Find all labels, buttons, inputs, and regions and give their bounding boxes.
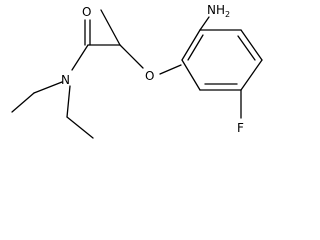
amine-h-count: 2 <box>225 10 230 19</box>
ring-bond-1-inner <box>187 34 204 61</box>
atom-oxygen-ether: O <box>145 69 154 83</box>
bond-n-ethyl-b1 <box>66 85 71 118</box>
atom-labels: O N O NH2 F <box>61 3 244 135</box>
amine-symbol: NH <box>207 3 225 17</box>
ring-bond-4 <box>240 59 263 91</box>
chemical-structure: O N O NH2 F <box>11 3 263 139</box>
atom-oxygen-carbonyl: O <box>82 5 91 19</box>
bond-n-ethyl-a1 <box>33 81 63 94</box>
bond-ch-oxygen <box>119 44 144 69</box>
bond-n-ethyl-a2 <box>11 92 35 113</box>
bonds <box>11 9 263 139</box>
atom-fluorine: F <box>237 121 244 135</box>
ring-bond-6 <box>181 59 201 91</box>
bond-ch-methyl <box>100 9 121 46</box>
ring-bond-3 <box>240 29 263 61</box>
atom-amine: NH2 <box>207 3 230 19</box>
bond-n-ethyl-b2 <box>66 116 94 139</box>
bond-carbonyl-c-n <box>71 44 89 71</box>
bond-oxygen-ring <box>159 64 182 75</box>
bond-ring-amine <box>199 16 210 31</box>
atom-nitrogen: N <box>61 73 70 87</box>
ring-bond-3-inner <box>237 35 256 61</box>
ring-bond-1 <box>181 29 201 61</box>
